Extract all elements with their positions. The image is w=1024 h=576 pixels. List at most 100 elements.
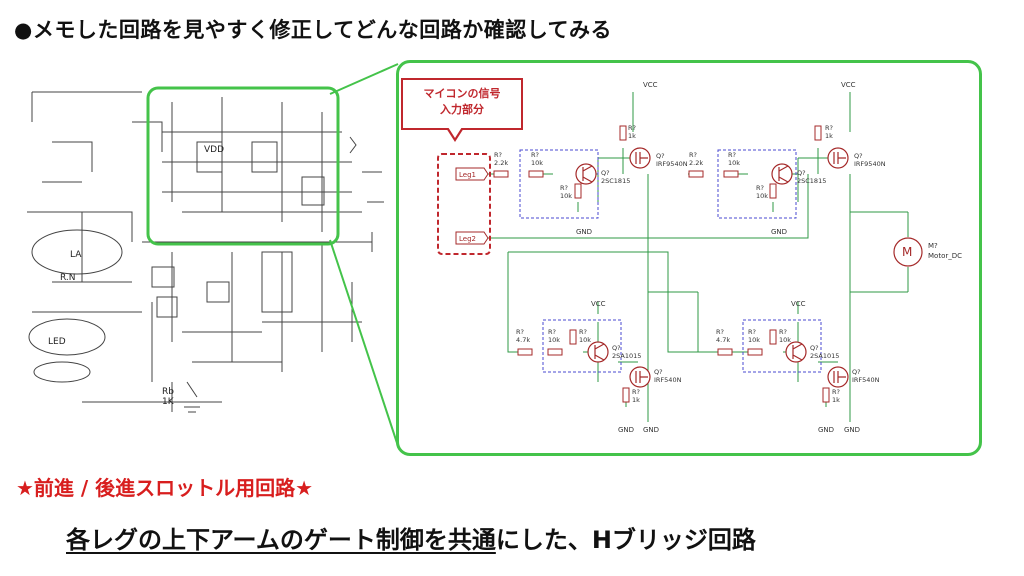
resistor [814, 125, 822, 141]
resistor [769, 329, 777, 345]
motor-symbol [893, 237, 923, 267]
resistor [717, 348, 733, 356]
mosfet-ref: Q? [656, 152, 665, 160]
callout-line-1: マイコンの信号 [423, 87, 501, 100]
gnd-label: GND [643, 426, 659, 434]
resistor-value: 2.2k [689, 159, 703, 167]
resistor [723, 170, 739, 178]
resistor-value: 1k [628, 132, 636, 140]
resistor-ref: R? [825, 124, 833, 132]
mosfet-part: IRF9540N [854, 160, 886, 168]
motor-letter: M [902, 245, 912, 259]
resistor-value: 4.7k [516, 336, 530, 344]
resistor-ref: R? [728, 151, 736, 159]
resistor-value: 2.2k [494, 159, 508, 167]
transistor-pnp [785, 341, 807, 363]
resistor-value: 10k [748, 336, 760, 344]
resistor-ref: R? [716, 328, 724, 336]
motor-name: Motor_DC [928, 252, 962, 260]
resistor [528, 170, 544, 178]
transistor-ref: Q? [612, 344, 621, 352]
resistor-value: 1k [632, 396, 640, 404]
resistor-ref: R? [560, 184, 568, 192]
mosfet-ref: Q? [852, 368, 861, 376]
resistor [619, 125, 627, 141]
transistor-npn [575, 163, 597, 185]
resistor-ref: R? [832, 388, 840, 396]
section-subtitle: ★前進 / 後進スロットル用回路★ [16, 476, 314, 500]
resistor-value: 10k [548, 336, 560, 344]
resistor [747, 348, 763, 356]
resistor-ref: R? [756, 184, 764, 192]
mosfet-ref: Q? [654, 368, 663, 376]
resistor-value: 10k [756, 192, 768, 200]
resistor-ref: R? [516, 328, 524, 336]
summary-text: 各レグの上下アームのゲート制御を共通にした、Hブリッジ回路 [66, 520, 756, 555]
vcc-label: VCC [591, 300, 606, 308]
resistor [547, 348, 563, 356]
resistor-value: 1k [825, 132, 833, 140]
resistor-value: 1k [832, 396, 840, 404]
gnd-label: GND [818, 426, 834, 434]
gnd-label: GND [618, 426, 634, 434]
resistor-ref: R? [779, 328, 787, 336]
transistor-part: 2SA1015 [810, 352, 839, 360]
transistor-npn [771, 163, 793, 185]
h-bridge-schematic: Leg1 Leg2 [437, 81, 962, 434]
resistor-ref: R? [689, 151, 697, 159]
resistor-ref: R? [531, 151, 539, 159]
resistor-value: 10k [531, 159, 543, 167]
resistor [688, 170, 704, 178]
resistor [822, 387, 830, 403]
resistor [517, 348, 533, 356]
transistor-part: 2SA1015 [612, 352, 641, 360]
sketch-label-vdd: VDD [204, 145, 224, 155]
resistor-value: 10k [728, 159, 740, 167]
mosfet-part: IRF540N [852, 376, 880, 384]
vcc-label: VCC [791, 300, 806, 308]
resistor [622, 387, 630, 403]
resistor-ref: R? [494, 151, 502, 159]
resistor [493, 170, 509, 178]
mosfet-part: IRF540N [654, 376, 682, 384]
sketch-label-led: LED [48, 337, 66, 347]
input-label-leg2: Leg2 [459, 235, 476, 243]
hand-drawn-sketch: VDD LA R.N LED Rb 1K [27, 86, 384, 413]
summary-rest: にした、Hブリッジ回路 [495, 526, 756, 554]
gnd-label: GND [576, 228, 592, 236]
resistor-value: 4.7k [716, 336, 730, 344]
gnd-label: GND [771, 228, 787, 236]
resistor [569, 329, 577, 345]
sketch-label-1k: 1K [162, 397, 175, 407]
mosfet-part: IRF9540N [656, 160, 688, 168]
resistor-ref: R? [548, 328, 556, 336]
vcc-label: VCC [841, 81, 856, 89]
transistor-part: 2SC1815 [797, 177, 826, 185]
transistor-ref: Q? [601, 169, 610, 177]
mosfet-ref: Q? [854, 152, 863, 160]
resistor-ref: R? [632, 388, 640, 396]
transistor-ref: Q? [810, 344, 819, 352]
sketch-highlight-box [146, 86, 340, 246]
sketch-label-rn: R.N [60, 273, 76, 283]
input-section-callout: マイコンの信号 入力部分 [401, 78, 523, 130]
resistor [769, 183, 777, 199]
input-label-leg1: Leg1 [459, 171, 476, 179]
motor-ref: M? [928, 242, 938, 250]
resistor-ref: R? [579, 328, 587, 336]
transistor-ref: Q? [797, 169, 806, 177]
transistor-part: 2SC1815 [601, 177, 630, 185]
input-signal-box [437, 153, 491, 255]
gnd-label: GND [844, 426, 860, 434]
resistor-value: 10k [779, 336, 791, 344]
sketch-label-la: LA [70, 250, 82, 260]
transistor-pnp [587, 341, 609, 363]
vcc-label: VCC [643, 81, 658, 89]
resistor-ref: R? [748, 328, 756, 336]
sketch-label-rb: Rb [162, 387, 174, 397]
resistor-value: 10k [560, 192, 572, 200]
callout-line-2: 入力部分 [440, 103, 484, 116]
resistor [574, 183, 582, 199]
resistor-ref: R? [628, 124, 636, 132]
resistor-value: 10k [579, 336, 591, 344]
